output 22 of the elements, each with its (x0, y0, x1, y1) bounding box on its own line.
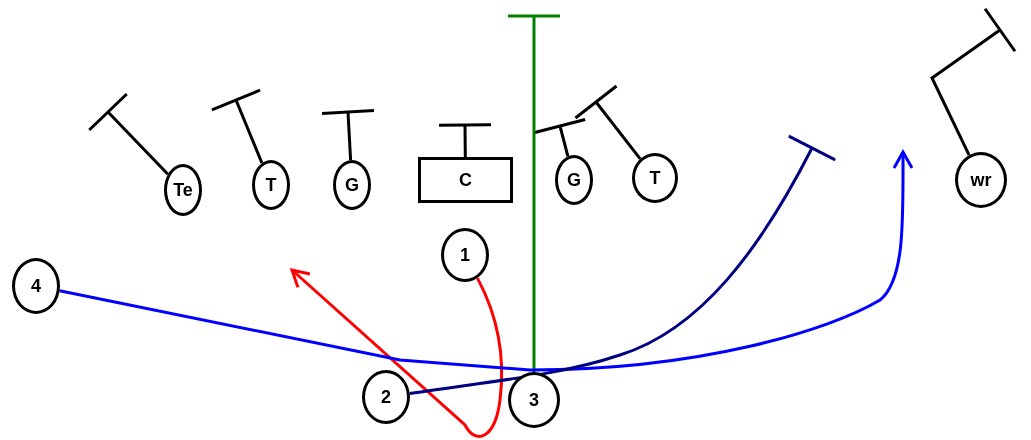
player-circle: T (252, 160, 290, 210)
player-circle: G (333, 160, 371, 210)
route-arrow (59, 150, 914, 372)
block-route (409, 134, 837, 395)
player-circle: G (555, 155, 593, 205)
player-circle: 3 (508, 372, 560, 428)
route-arrow (290, 268, 504, 438)
block-route (210, 88, 264, 164)
player-circle: 2 (362, 370, 410, 424)
player-circle: 1 (441, 228, 489, 282)
player-circle: T (632, 153, 678, 203)
center-box: C (418, 157, 513, 203)
block-route (506, 14, 562, 372)
block-route (320, 109, 376, 161)
player-circle: wr (955, 152, 1007, 208)
block-route (437, 123, 493, 157)
block-route (573, 84, 642, 160)
block-route (930, 7, 1017, 156)
player-circle: Te (164, 164, 202, 216)
block-route (87, 92, 169, 176)
player-circle: 4 (12, 258, 60, 314)
block-route (533, 117, 587, 157)
